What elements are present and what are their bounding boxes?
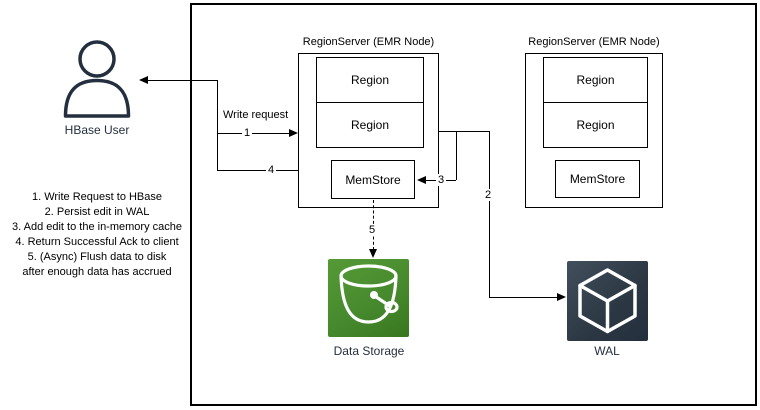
line-step4 <box>217 170 298 171</box>
regionserver-2-memstore: MemStore <box>555 160 640 198</box>
data-storage-bucket-icon <box>328 259 409 337</box>
note-line-6: after enough data has accrued <box>22 266 172 278</box>
wal-label: WAL <box>594 344 620 358</box>
note-line-2: 2. Persist edit in WAL <box>44 206 150 218</box>
line-step2-horizontal <box>439 131 489 132</box>
line-left-vertical <box>217 80 218 170</box>
regionserver-1-title: RegionServer (EMR Node) <box>302 36 435 48</box>
note-line-4: 4. Return Successful Ack to client <box>15 236 179 248</box>
arrowhead-into-storage-icon <box>369 249 377 258</box>
legend-notes: 1. Write Request to HBase 2. Persist edi… <box>2 190 192 280</box>
arrowhead-into-memstore-icon <box>417 176 426 184</box>
user-icon <box>63 40 131 118</box>
wal-cube-icon <box>567 261 648 341</box>
regionserver-2-title: RegionServer (EMR Node) <box>528 36 660 48</box>
write-request-label: Write request <box>223 109 289 121</box>
step5-label: 5 <box>367 224 378 236</box>
line-ack-to-user <box>147 80 217 81</box>
step4-label: 4 <box>266 164 277 176</box>
arrowhead-into-wal-icon <box>557 293 566 301</box>
line-step3-vertical <box>456 131 457 180</box>
regionserver-1-region-1: Region <box>316 57 424 103</box>
note-line-1: 1. Write Request to HBase <box>31 191 163 203</box>
note-line-5: 5. (Async) Flush data to disk <box>27 251 167 263</box>
regionserver-2-region-1: Region <box>543 57 648 103</box>
regionserver-2-region-2: Region <box>543 102 648 148</box>
diagram-boundary <box>190 3 757 406</box>
step3-label: 3 <box>436 174 447 186</box>
arrowhead-into-regionserver-icon <box>289 129 298 137</box>
regionserver-1-region-2: Region <box>316 102 424 148</box>
regionserver-1-memstore: MemStore <box>331 160 415 199</box>
data-storage-label: Data Storage <box>333 344 405 358</box>
line-step2-to-wal <box>489 297 557 298</box>
user-label: HBase User <box>64 123 130 137</box>
line-step2-vertical <box>489 131 490 297</box>
step1-label: 1 <box>242 127 253 139</box>
arrowhead-to-user-icon <box>139 76 148 84</box>
step2-label: 2 <box>483 189 494 201</box>
note-line-3: 3. Add edit to the in-memory cache <box>12 221 182 233</box>
line-step1 <box>217 133 289 134</box>
